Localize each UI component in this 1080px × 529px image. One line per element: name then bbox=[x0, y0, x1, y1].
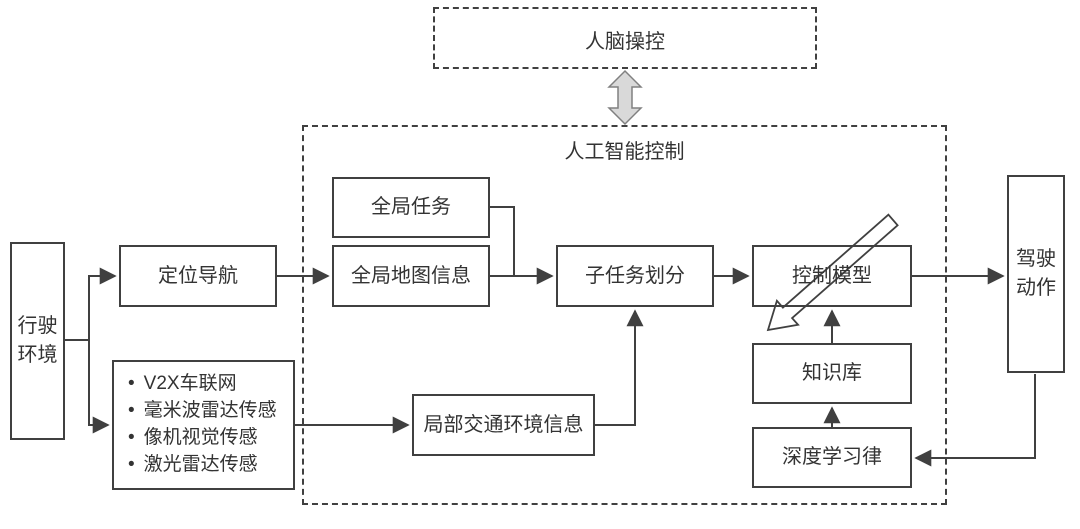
node-driving-action: 驾驶动作 bbox=[1007, 175, 1065, 373]
node-global-task: 全局任务 bbox=[332, 177, 490, 238]
node-driving-environment: 行驶环境 bbox=[10, 242, 65, 440]
node-subtask-division: 子任务划分 bbox=[556, 245, 714, 307]
node-deep-learning-law: 深度学习律 bbox=[752, 427, 912, 488]
ai-control-label: 人工智能控制 bbox=[564, 141, 685, 163]
sensor-item-lidar: 激光雷达传感 bbox=[128, 452, 277, 479]
node-positioning-navigation: 定位导航 bbox=[119, 245, 277, 307]
sensor-item-camera-vision: 像机视觉传感 bbox=[128, 425, 277, 452]
connector-global-task-join bbox=[490, 206, 515, 276]
connector-driving-env-to-sensors bbox=[88, 340, 110, 434]
sensor-list: V2X车联网 毫米波雷达传感 像机视觉传感 激光雷达传感 bbox=[114, 371, 277, 479]
ai-control-frame: 人工智能控制 bbox=[302, 125, 947, 505]
connector-driving-env-to-positioning-nav bbox=[88, 267, 117, 340]
node-local-traffic-info: 局部交通环境信息 bbox=[412, 394, 595, 456]
bidirectional-arrow-icon bbox=[607, 69, 643, 126]
human-brain-label: 人脑操控 bbox=[585, 31, 665, 53]
sensor-item-v2x: V2X车联网 bbox=[128, 371, 277, 398]
node-knowledge-base: 知识库 bbox=[752, 343, 912, 404]
connector-local-traffic-to-subtask bbox=[595, 309, 644, 426]
sensor-item-mmwave-radar: 毫米波雷达传感 bbox=[128, 398, 277, 425]
node-sensor-list: V2X车联网 毫米波雷达传感 像机视觉传感 激光雷达传感 bbox=[112, 360, 295, 490]
human-brain-frame: 人脑操控 bbox=[433, 7, 817, 69]
node-control-model: 控制模型 bbox=[752, 245, 912, 307]
connector-driving-action-to-deep-learning bbox=[914, 374, 1036, 467]
node-global-map-info: 全局地图信息 bbox=[332, 245, 490, 307]
